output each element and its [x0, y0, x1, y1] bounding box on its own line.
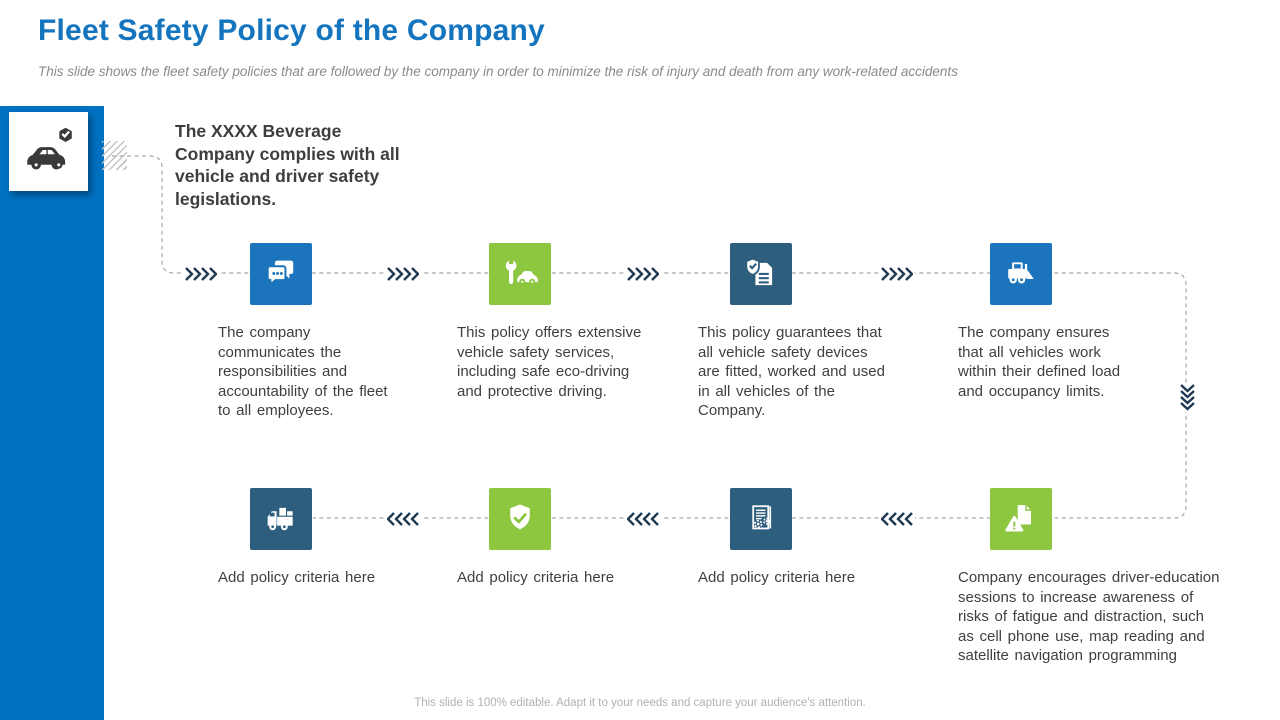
- car-service-wrench-icon: [505, 258, 538, 285]
- policy-tile: [990, 243, 1052, 305]
- shield-document-icon: [745, 257, 773, 286]
- flow-chevron-left-icon: [385, 511, 421, 527]
- policy-text: The company communicates the responsibil…: [218, 324, 388, 419]
- hatch-decoration: [102, 141, 127, 170]
- footer-note: This slide is 100% editable. Adapt it to…: [414, 697, 866, 709]
- policy-text: This policy guarantees that all vehicle …: [698, 324, 885, 419]
- policy-text: This policy offers extensive vehicle saf…: [457, 324, 642, 400]
- policy-tile: [990, 488, 1052, 550]
- document-gears-icon: [752, 505, 772, 530]
- policy-text: Add policy criteria here: [457, 569, 615, 586]
- policy-text: Add policy criteria here: [218, 569, 376, 586]
- flow-chevron-right-icon: [183, 266, 219, 282]
- policy-tile: [250, 488, 312, 550]
- policy-tile: [730, 243, 792, 305]
- flow-chevron-left-icon: [879, 511, 915, 527]
- compliance-statement: The XXXX Beverage Company complies with …: [175, 121, 400, 209]
- policy-text: Company encourages driver-education sess…: [958, 569, 1220, 664]
- flow-chevron-right-icon: [879, 266, 915, 282]
- policy-tile: [489, 488, 551, 550]
- hero-icon-box: [9, 112, 88, 191]
- flow-chevron-right-icon: [385, 266, 421, 282]
- left-accent-bar: [0, 106, 104, 720]
- cargo-truck-icon: [267, 507, 293, 531]
- shield-check-icon: [510, 504, 530, 530]
- policy-tile: [250, 243, 312, 305]
- page-title: Fleet Safety Policy of the Company: [38, 14, 545, 47]
- page-subtitle: This slide shows the fleet safety polici…: [38, 64, 958, 79]
- warning-document-icon: [1005, 505, 1031, 532]
- flow-chevron-left-icon: [625, 511, 661, 527]
- flow-chevron-down-icon: [1178, 383, 1197, 412]
- flow-chevron-right-icon: [625, 266, 661, 282]
- policy-text: Add policy criteria here: [698, 569, 856, 586]
- chat-bubbles-icon: [266, 260, 294, 287]
- policy-tile: [489, 243, 551, 305]
- policy-text: The company ensures that all vehicles wo…: [958, 324, 1121, 400]
- car-with-shield-check-icon: [26, 127, 72, 170]
- policy-tile: [730, 488, 792, 550]
- loader-vehicle-icon: [1008, 262, 1034, 284]
